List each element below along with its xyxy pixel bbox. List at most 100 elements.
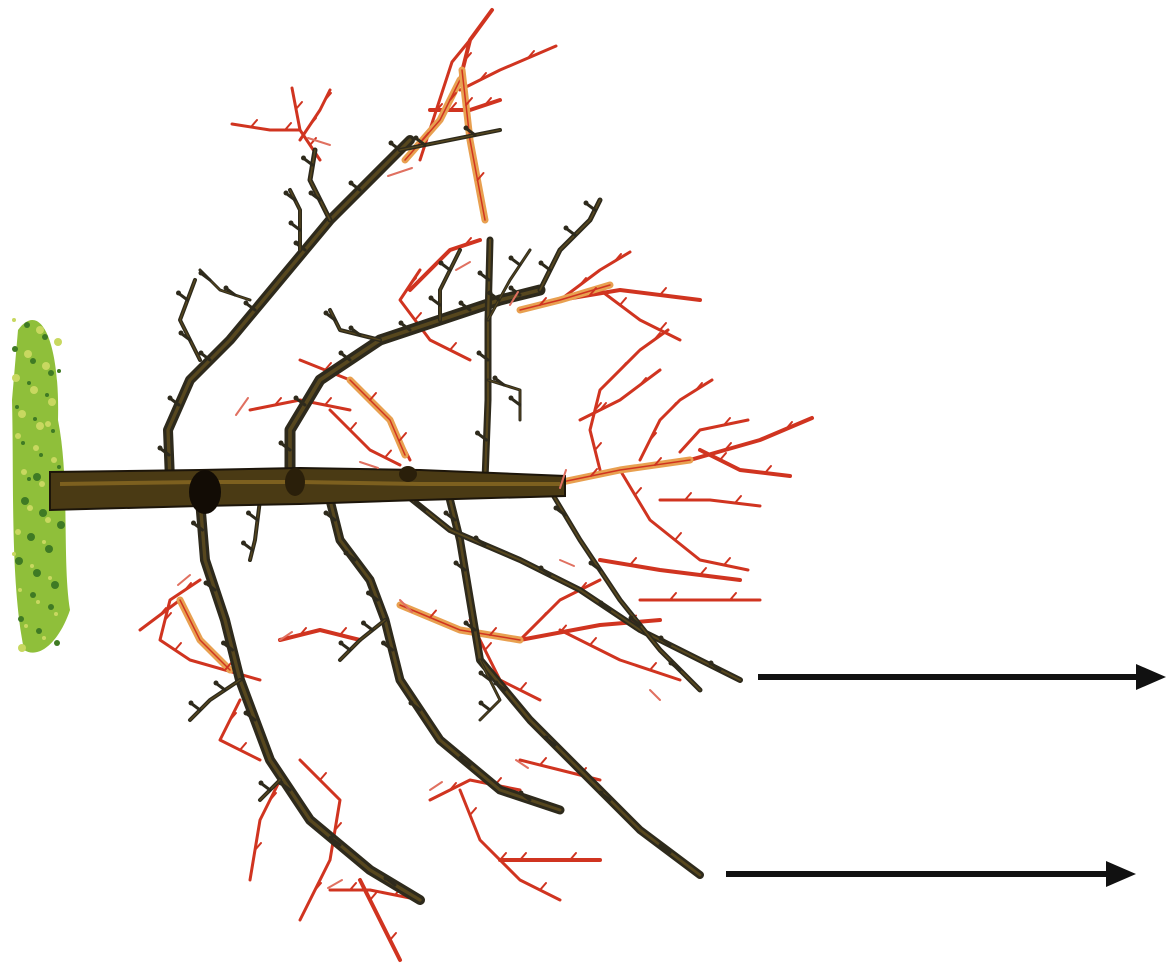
bud [539,566,544,571]
removed-shoot [300,90,330,140]
bud [381,641,386,646]
bud [409,701,414,706]
bud [400,433,406,440]
bud [294,241,299,246]
moss-speck [15,529,21,535]
moss-speck [27,381,31,385]
bud [414,136,419,141]
removed-shoot [620,470,748,570]
bud [214,681,219,686]
bud [659,636,664,641]
bud [390,933,396,940]
bud [590,638,596,645]
removed-shoot [640,380,712,460]
spur [365,624,373,630]
bud [244,301,249,306]
bud [384,876,389,881]
cut-mark [560,560,574,566]
cut-mark [360,462,378,468]
moss-speck [12,346,18,352]
bud [191,521,196,526]
cut-mark [236,398,248,415]
moss-speck [42,540,46,544]
bud [204,581,209,586]
moss-speck [54,338,62,346]
bud [221,641,226,646]
bud [324,511,329,516]
bud [176,291,181,296]
bud [284,191,289,196]
bud [279,441,284,446]
moss-speck [21,441,25,445]
moss-speck [27,477,31,481]
bud [301,156,306,161]
bud [509,396,514,401]
moss-speck [57,369,61,373]
moss-speck [51,457,57,463]
moss-speck [45,393,49,397]
branch-collar [285,468,305,496]
bud [520,683,526,690]
branch-collar [399,466,417,482]
bud [325,398,331,405]
bud [179,331,184,336]
trunk-body [50,468,565,510]
bud [320,773,326,780]
bud [584,201,589,206]
branch-highlight [450,500,700,875]
kept-branch [290,290,540,470]
bud [454,561,459,566]
moss-speck [48,370,54,376]
bud [479,701,484,706]
branch-highlight [550,490,700,690]
bud [450,343,456,350]
bud [599,791,604,796]
moss-speck [33,445,39,451]
bud [519,791,524,796]
bud [589,561,594,566]
removed-shoot [580,370,660,420]
bud [444,511,449,516]
moss-speck [39,481,45,487]
moss-speck [27,533,35,541]
bud [309,191,314,196]
bud [509,256,514,261]
bud [629,616,634,621]
removed-shoot [160,580,260,680]
moss-speck [51,581,59,589]
moss-speck [27,505,33,511]
bud [289,221,294,226]
moss-speck [54,640,60,646]
bud [464,621,469,626]
bud [339,351,344,356]
moss-speck [12,374,20,382]
young-wood [462,70,485,220]
moss-speck [15,557,23,565]
bud [599,601,604,606]
bud [344,551,349,556]
moss-speck [21,469,27,475]
moss-speck [39,509,47,517]
moss-speck [33,473,41,481]
moss-speck [12,552,16,556]
bud [349,326,354,331]
bud [459,301,464,306]
bud [540,883,546,890]
bud [540,758,546,765]
bud [464,126,469,131]
branch-highlight [200,500,420,900]
removed-shoot [660,500,760,506]
bud [720,453,726,460]
bud [620,298,626,305]
branch-collar [189,470,221,514]
moss-speck [42,362,50,370]
bud [477,351,482,356]
bud [370,893,376,900]
bud [660,323,666,330]
cut-mark [430,782,442,790]
moss-speck [51,429,55,433]
bud [554,506,559,511]
moss-speck [18,588,22,592]
bud [478,271,483,276]
removed-shoot [460,46,556,90]
